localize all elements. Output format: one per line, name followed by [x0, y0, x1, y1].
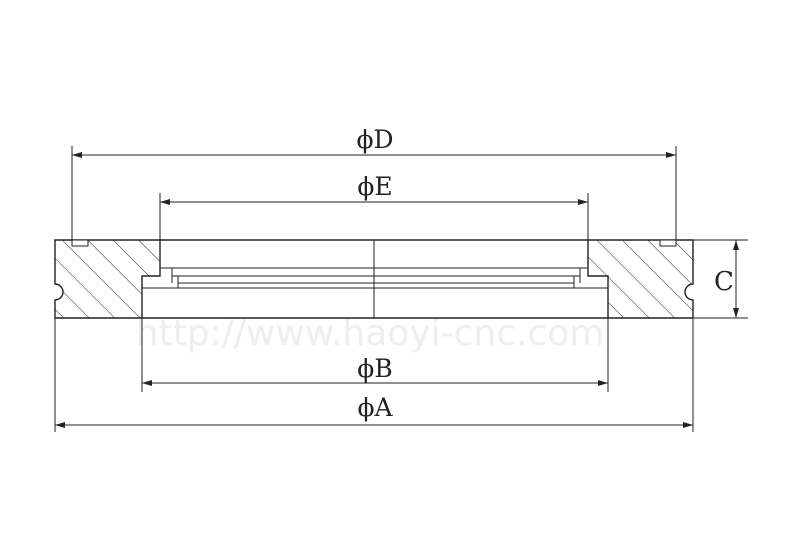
- dimension-b: ϕB: [141, 318, 609, 392]
- right-top-notch: [659, 239, 677, 247]
- dimension-c: C: [693, 239, 748, 319]
- inner-bore-outline: [142, 239, 608, 319]
- dimension-c-label: C: [714, 267, 734, 297]
- dimension-a: ϕA: [54, 318, 694, 432]
- dimension-a-label: ϕA: [357, 393, 393, 422]
- dimension-d-label: ϕD: [356, 125, 393, 154]
- dimension-e-label: ϕE: [357, 172, 392, 201]
- left-top-notch: [71, 239, 89, 247]
- dimension-b-label: ϕB: [357, 354, 392, 383]
- dimension-d: ϕD: [71, 125, 677, 240]
- watermark-text: http://www.haoyi-cnc.com: [136, 313, 605, 354]
- right-section-hatch: [587, 239, 694, 319]
- dimension-e: ϕE: [159, 172, 589, 240]
- left-section-hatch: [54, 239, 161, 319]
